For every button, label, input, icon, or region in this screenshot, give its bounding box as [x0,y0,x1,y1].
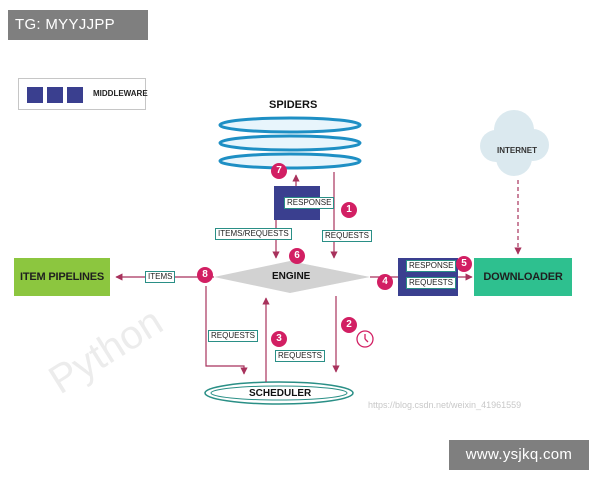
internet-label: INTERNET [497,146,537,155]
site-watermark-overlay: www.ysjkq.com [449,440,589,470]
legend-label: MIDDLEWARE [93,89,148,98]
engine-label: ENGINE [272,271,311,282]
step-badge-3: 3 [271,331,287,347]
label-requests-to-scheduler: REQUESTS [208,330,259,342]
step-badge-2: 2 [341,317,357,333]
label-response-downloader: RESPONSE [406,260,457,272]
step-badge-5: 5 [456,256,472,272]
timer-icon [356,330,374,348]
legend-middleware-square [47,87,63,103]
internet-cloud [480,110,549,176]
tg-tag-overlay: TG: MYYJJPP [8,10,148,40]
label-requests-spider: REQUESTS [322,230,373,242]
background-watermark: Python [41,299,170,402]
legend-middleware-square [27,87,43,103]
label-response-spider: RESPONSE [284,197,335,209]
item-pipelines-label: ITEM PIPELINES [20,271,104,283]
spiders-label: SPIDERS [269,99,318,111]
step-badge-8: 8 [197,267,213,283]
scheduler-shape [204,381,354,405]
arrow-requests-to-scheduler [205,286,248,375]
label-items-requests: ITEMS/REQUESTS [215,228,292,240]
spiders-disks [218,116,362,170]
step-badge-4: 4 [377,274,393,290]
downloader-box: DOWNLOADER [474,258,572,296]
downloader-label: DOWNLOADER [483,271,563,283]
legend-middleware-square [67,87,83,103]
scheduler-label: SCHEDULER [249,388,312,399]
csdn-watermark: https://blog.csdn.net/weixin_41961559 [368,400,522,410]
step-badge-7: 7 [271,163,287,179]
step-badge-1: 1 [341,202,357,218]
label-items: ITEMS [145,271,176,283]
label-requests-from-scheduler: REQUESTS [275,350,326,362]
middleware-legend: MIDDLEWARE [18,78,148,110]
step-badge-6: 6 [289,248,305,264]
item-pipelines-box: ITEM PIPELINES [14,258,110,296]
label-requests-downloader: REQUESTS [406,277,457,289]
engine-shape [214,261,370,293]
